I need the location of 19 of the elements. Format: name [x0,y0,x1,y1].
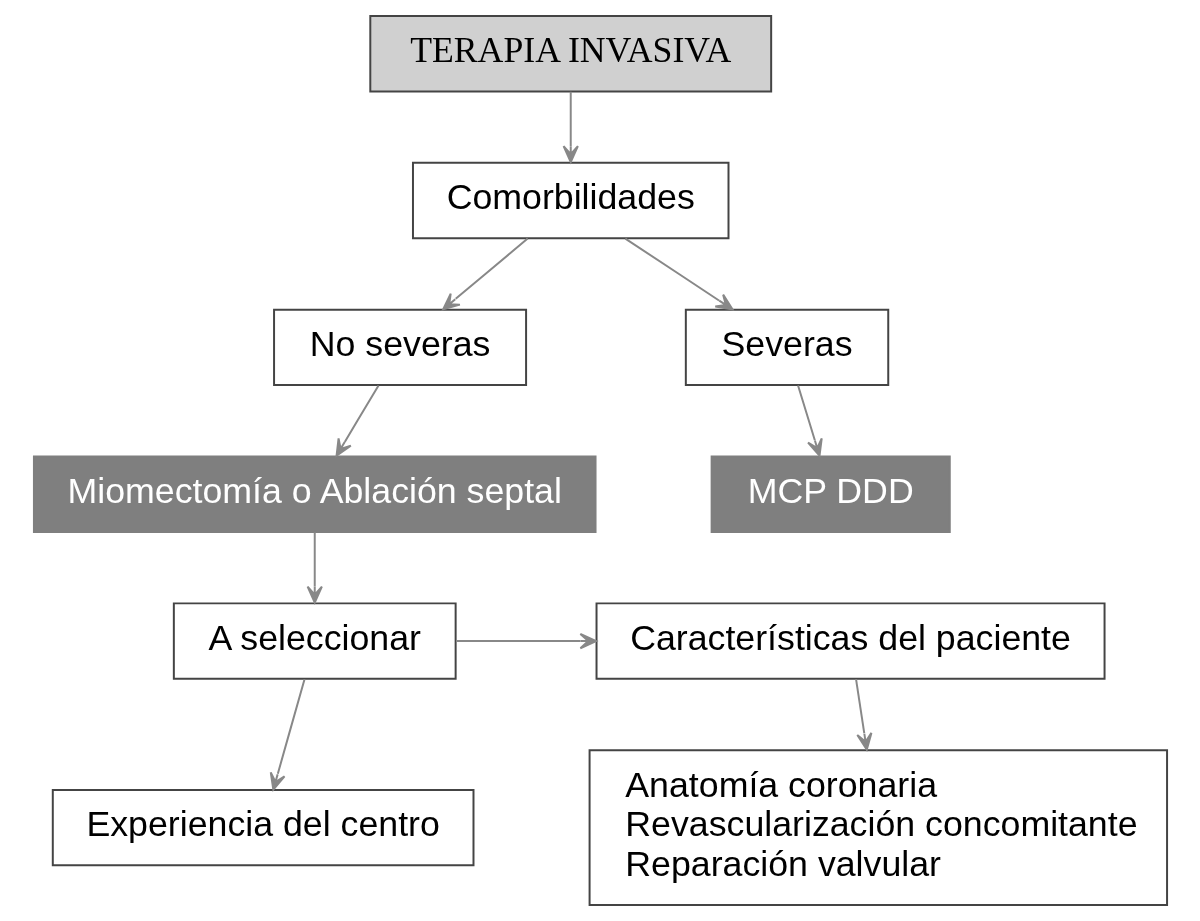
node-box: TERAPIA INVASIVA [368,15,772,93]
node-box: No severas [272,308,527,387]
arrow [269,678,306,791]
arrow [562,90,579,163]
node-box: Experiencia del centro [51,788,474,867]
arrow [306,531,323,604]
node-box: Severas [684,308,889,387]
node-box: Anatomía coronaria Revascularización concomitante Reparación valvular [588,749,1168,906]
node-box: Características del paciente [595,602,1106,680]
arrow [335,384,380,457]
arrow [796,384,823,457]
node-box: Comorbilidades [411,161,729,240]
node-box: MCP DDD [710,455,951,533]
arrow [623,237,733,311]
node-box: A seleccionar [172,602,457,680]
arrow [854,678,872,751]
node-box: Miomectomía o Ablación septal [32,455,597,533]
arrow [454,632,597,650]
arrow [441,237,529,311]
